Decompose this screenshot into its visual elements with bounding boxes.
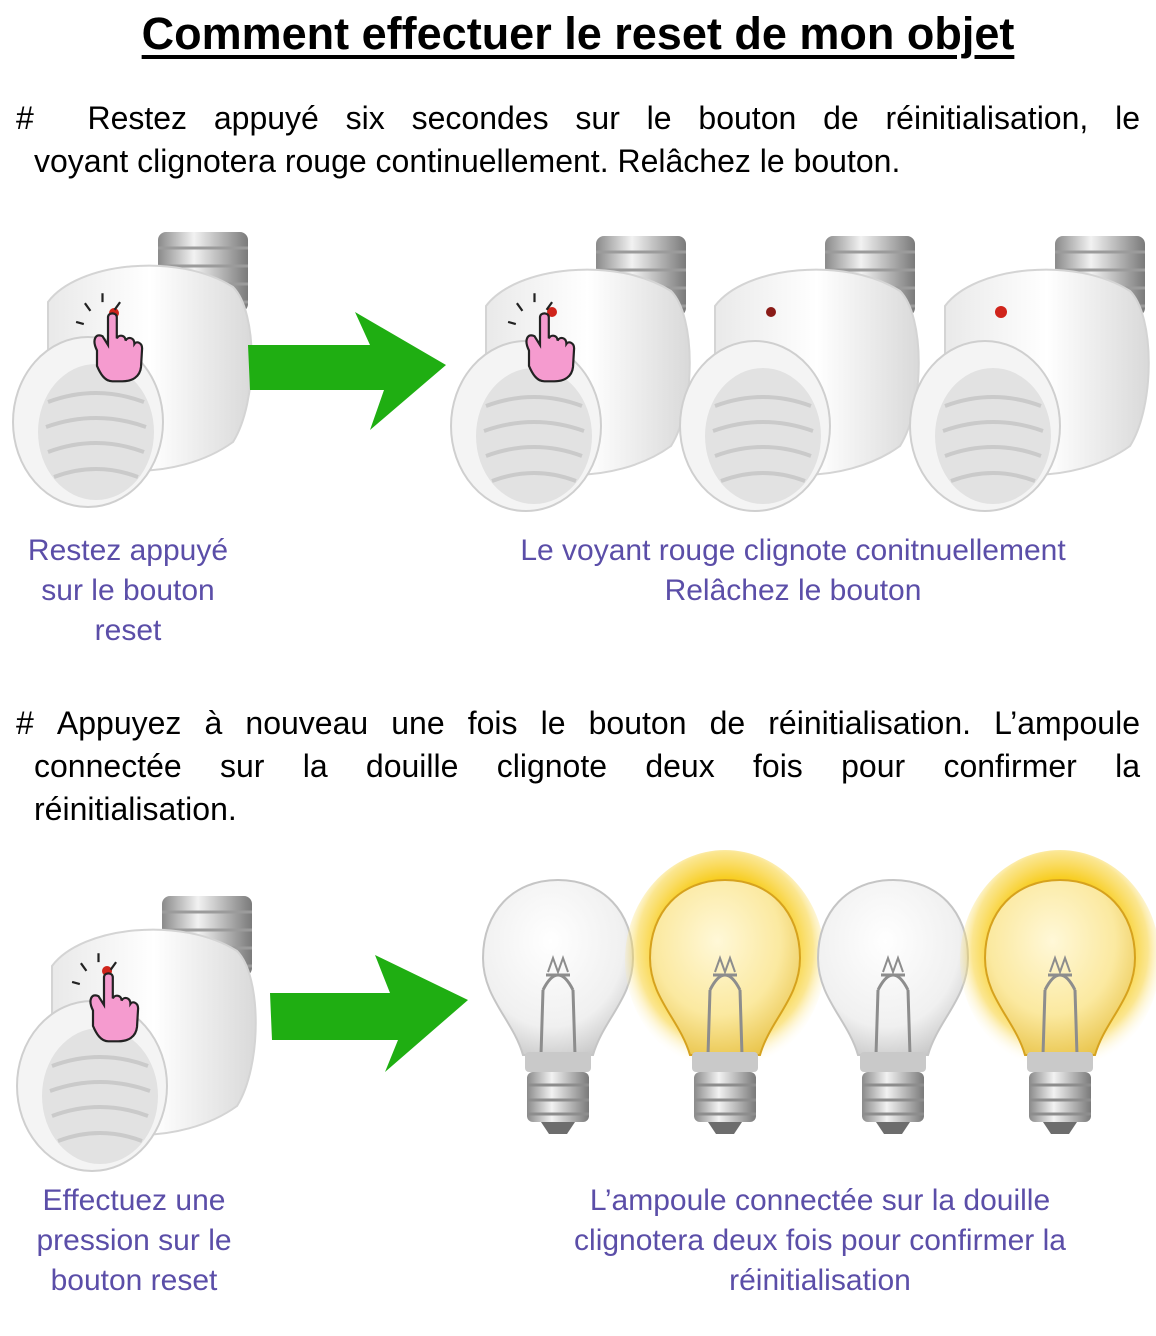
caption-line: réinitialisation	[729, 1264, 911, 1297]
step1-caption-left: Restez appuyé sur le bouton reset	[8, 531, 248, 651]
bulb-off-1	[482, 879, 634, 1136]
step2-caption-right: L’ampoule connectée sur la douille clign…	[500, 1181, 1140, 1301]
step2-line1: Appuyez à nouveau une fois le bouton de …	[56, 705, 1141, 741]
caption-line: bouton reset	[50, 1264, 218, 1297]
step1-line2: voyant clignotera rouge continuellement.…	[34, 143, 901, 179]
step1-instruction: # Restez appuyé six secondes sur le bout…	[16, 97, 1140, 183]
caption-line: Effectuez une	[42, 1184, 226, 1217]
arrow-icon-2	[270, 955, 468, 1072]
step1-caption-right: Le voyant rouge clignote conitnuellement…	[430, 531, 1156, 611]
bulb-on-2	[960, 850, 1156, 1136]
socket-blinking-1	[678, 234, 921, 513]
caption-line: Le voyant rouge clignote conitnuellement	[520, 534, 1066, 567]
caption-line: Relâchez le bouton	[664, 574, 922, 607]
caption-line: reset	[94, 614, 162, 647]
socket-blinking-2	[908, 234, 1151, 513]
bulb-off-2	[817, 879, 969, 1136]
caption-line: Restez appuyé	[27, 534, 229, 567]
bulb-on-1	[625, 850, 825, 1136]
socket-pressed-1	[11, 230, 254, 509]
caption-line: clignotera deux fois pour confirmer la	[574, 1224, 1066, 1257]
page-title: Comment effectuer le reset de mon objet	[0, 6, 1156, 62]
step2-bullet: #	[16, 705, 34, 741]
socket-pressed-3	[15, 894, 258, 1173]
caption-line: sur le bouton	[41, 574, 215, 607]
step1-line1: Restez appuyé six secondes sur le bouton…	[87, 100, 1141, 136]
step2-instruction: # Appuyez à nouveau une fois le bouton d…	[16, 702, 1140, 831]
arrow-icon	[248, 312, 446, 430]
socket-pressed-2	[449, 234, 692, 513]
step2-caption-left: Effectuez une pression sur le bouton res…	[14, 1181, 254, 1301]
step2-line3: réinitialisation.	[34, 791, 237, 827]
caption-line: pression sur le	[36, 1224, 232, 1257]
page-title-text: Comment effectuer le reset de mon objet	[141, 8, 1015, 59]
caption-line: L’ampoule connectée sur la douille	[589, 1184, 1051, 1217]
step1-bullet: #	[16, 100, 34, 136]
step2-line2: connectée sur la douille clignote deux f…	[34, 748, 1140, 784]
